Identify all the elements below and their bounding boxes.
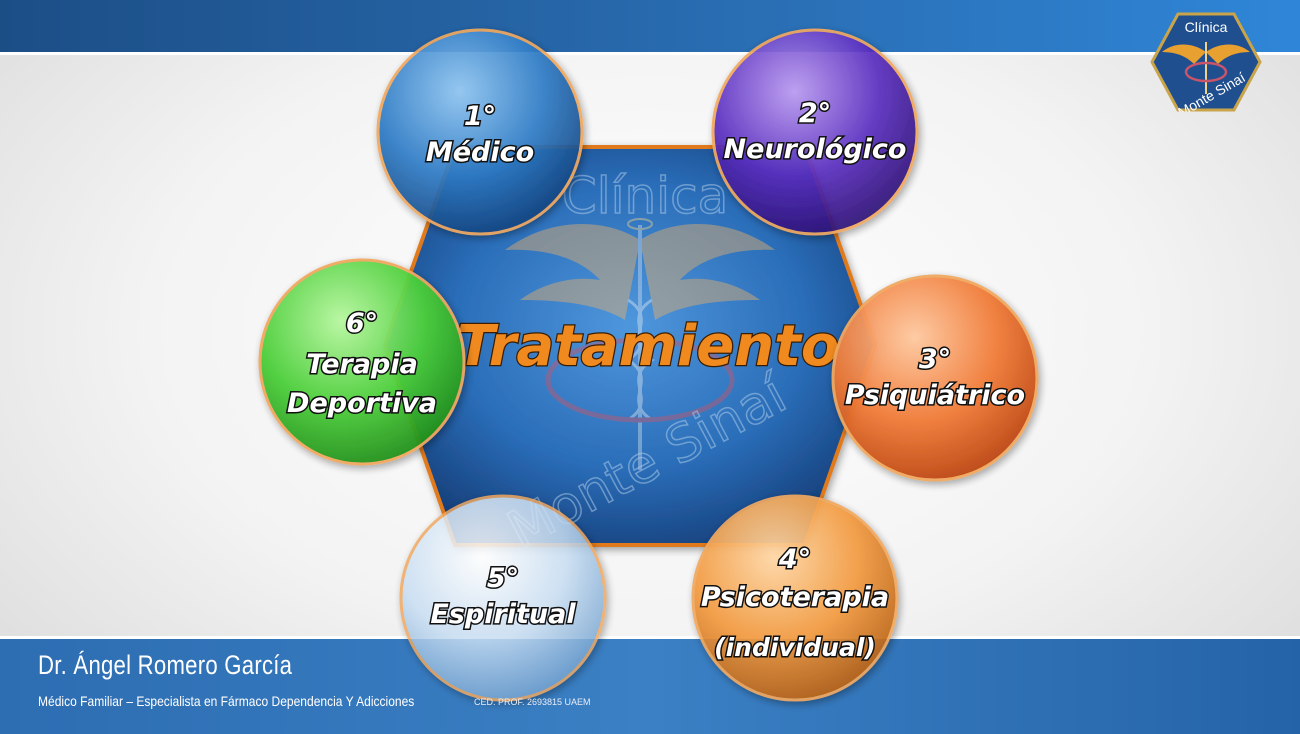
step-2-label: Neurológico: [724, 134, 907, 165]
step-1-number: 1°: [464, 101, 496, 132]
step-6-circle: 6° Terapia Deportiva: [258, 258, 466, 466]
step-5-circle: 5° Espiritual: [399, 494, 607, 702]
step-1-label: Médico: [426, 137, 534, 168]
footer-professional-id: CED. PROF. 2693815 UAEM: [474, 697, 591, 707]
watermark-top: Clínica: [562, 167, 728, 225]
logo-wing-right-icon: [1206, 44, 1250, 64]
logo-line1: Clínica: [1185, 19, 1228, 35]
footer-doctor-name: Dr. Ángel Romero García: [38, 650, 293, 680]
step-4-sublabel: (individual): [714, 633, 876, 662]
step-4-number: 4°: [778, 544, 811, 575]
top-bar: [0, 0, 1300, 55]
step-4-label: Psicoterapia: [701, 582, 889, 613]
center-title: Tratamiento: [457, 314, 840, 379]
step-1-circle: 1° Médico: [376, 28, 584, 236]
step-3-circle: 3° Psiquiátrico: [831, 274, 1039, 482]
step-5-number: 5°: [487, 563, 519, 594]
clinic-logo: Clínica Monte Sinaí: [1150, 12, 1262, 112]
step-6-number: 6°: [346, 308, 378, 339]
step-4-circle: 4° Psicoterapia (individual): [691, 494, 899, 702]
step-6-label: Terapia: [306, 349, 418, 380]
step-2-number: 2°: [799, 98, 831, 129]
step-3-number: 3°: [919, 344, 951, 375]
step-3-label: Psiquiátrico: [845, 380, 1025, 411]
step-5-label: Espiritual: [430, 599, 576, 630]
logo-wing-left-icon: [1162, 44, 1206, 64]
step-6-sublabel: Deportiva: [287, 388, 437, 419]
bottom-bar: [0, 636, 1300, 734]
footer-subtitle: Médico Familiar – Especialista en Fármac…: [38, 693, 415, 709]
caduceus-icon: [505, 218, 775, 470]
step-2-circle: 2° Neurológico: [711, 28, 919, 236]
